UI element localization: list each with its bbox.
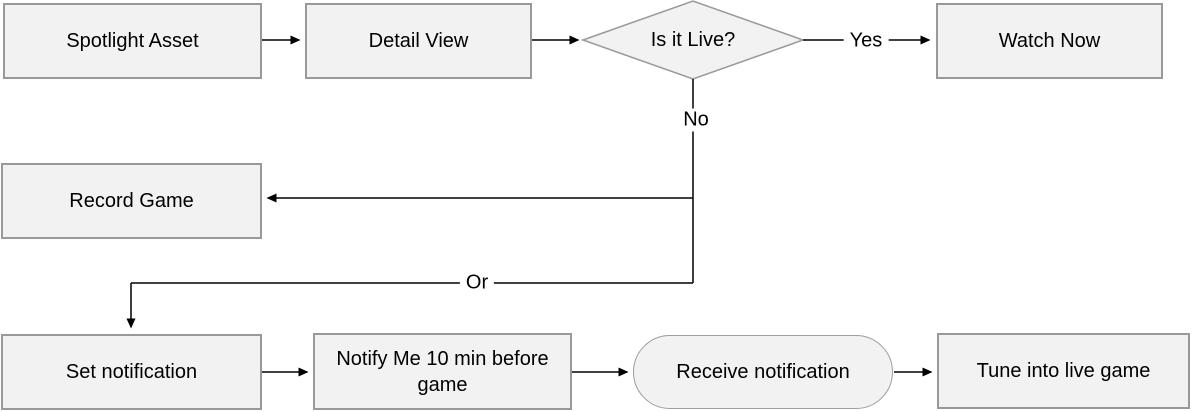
- node-spotlight-asset: Spotlight Asset: [3, 3, 262, 79]
- node-receive-notification: Receive notification: [633, 335, 893, 409]
- node-detail-view: Detail View: [305, 3, 532, 79]
- node-tune-into-live-game: Tune into live game: [937, 333, 1190, 409]
- edge-label-no: No: [677, 108, 715, 132]
- node-is-it-live-label: Is it Live?: [650, 28, 736, 51]
- node-record-game: Record Game: [1, 163, 262, 239]
- node-set-notification: Set notification: [1, 334, 262, 410]
- node-notify-me: Notify Me 10 min before game: [313, 333, 572, 410]
- edge-label-yes: Yes: [843, 29, 889, 53]
- node-watch-now: Watch Now: [936, 3, 1163, 79]
- edge-label-or: Or: [459, 271, 495, 295]
